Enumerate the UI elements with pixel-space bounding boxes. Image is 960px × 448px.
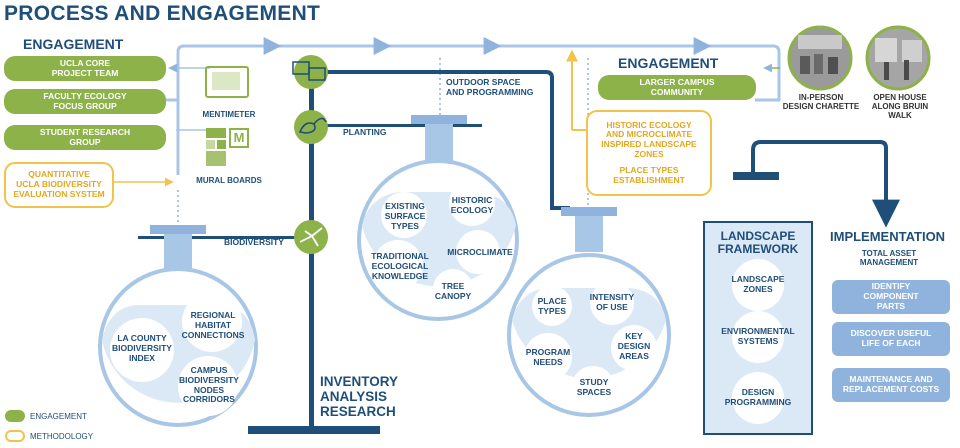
engagement-campus-community: LARGER CAMPUS COMMUNITY — [598, 75, 756, 100]
legend-engagement-label: ENGAGEMENT — [30, 412, 87, 421]
planting-badge — [294, 110, 328, 144]
flask3-item-1: PLACE TYPES — [537, 296, 567, 316]
engagement-student-group: STUDENT RESEARCH GROUP — [4, 125, 166, 150]
implementation-heading: IMPLEMENTATION — [830, 229, 946, 244]
framework-arrow — [751, 140, 900, 228]
framework-item-1: LANDSCAPE ZONES — [731, 274, 785, 294]
mentimeter-label: MENTIMETER — [202, 110, 256, 119]
flask2-item-2: HISTORIC ECOLOGY — [450, 195, 494, 215]
mural-label: MURAL BOARDS — [196, 176, 262, 185]
inventory-label: INVENTORY ANALYSIS RESEARCH — [320, 374, 399, 420]
planting-label: PLANTING — [343, 127, 387, 137]
flask1-item-1: LA COUNTY BIODIVERSITY INDEX — [112, 333, 172, 363]
implementation-item-2: DISCOVER USEFUL LIFE OF EACH — [832, 322, 950, 356]
charette-label: IN-PERSON DESIGN CHARETTE — [782, 93, 860, 111]
mural-icon: M — [206, 128, 250, 168]
flask1-item-3: CAMPUS BIODIVERSITY NODES CORRIDORS — [179, 365, 239, 405]
legend-engagement-swatch — [5, 410, 25, 422]
flask3-item-4: KEY DESIGN AREAS — [617, 331, 651, 361]
flask3-item-3: PROGRAM NEEDS — [525, 347, 571, 367]
mural-letter: M — [229, 128, 249, 148]
framework-item-2: ENVIRONMENTAL SYSTEMS — [721, 326, 795, 346]
flask2-item-1: EXISTING SURFACE TYPES — [384, 201, 426, 231]
flask1-item-2: REGIONAL HABITAT CONNECTIONS — [181, 310, 245, 340]
left-engagement-heading: ENGAGEMENT — [23, 36, 124, 52]
badge-top — [294, 55, 328, 89]
methodology-right: HISTORIC ECOLOGY AND MICROCLIMATE INSPIR… — [586, 110, 712, 196]
top-loop-line — [176, 44, 781, 175]
flask2-item-4: MICROCLIMATE — [447, 247, 513, 257]
methodology-landscape-zones: HISTORIC ECOLOGY AND MICROCLIMATE INSPIR… — [601, 119, 697, 159]
mentimeter-icon — [205, 66, 249, 98]
stand-base — [248, 426, 380, 434]
legend-methodology-label: METHODOLOGY — [30, 432, 94, 441]
flask3-item-5: STUDY SPACES — [576, 377, 612, 397]
flask2-item-3: TRADITIONAL ECOLOGICAL KNOWLEDGE — [371, 251, 429, 281]
outdoor-branch — [311, 70, 570, 210]
openhouse-label: OPEN HOUSE ALONG BRUIN WALK — [871, 93, 929, 120]
framework-title: LANDSCAPE FRAMEWORK — [717, 229, 799, 257]
right-engagement-heading: ENGAGEMENT — [618, 55, 719, 71]
biodiversity-label: BIODIVERSITY — [224, 237, 284, 247]
framework-item-3: DESIGN PROGRAMMING — [724, 387, 792, 407]
implementation-item-1: IDENTIFY COMPONENT PARTS — [832, 280, 950, 314]
implementation-item-3: MAINTENANCE AND REPLACEMENT COSTS — [832, 368, 950, 402]
engagement-core-team: UCLA CORE PROJECT TEAM — [4, 56, 166, 81]
engagement-faculty-group: FACULTY ECOLOGY FOCUS GROUP — [4, 89, 166, 114]
page-title: PROCESS AND ENGAGEMENT — [4, 2, 321, 25]
mentimeter-screen — [212, 72, 240, 90]
methodology-place-types: PLACE TYPES ESTABLISHMENT — [613, 164, 685, 185]
legend-methodology-swatch — [5, 430, 25, 442]
implementation-sub: TOTAL ASSET MANAGEMENT — [859, 249, 919, 267]
flask3-item-2: INTENSITY OF USE — [589, 292, 635, 312]
methodology-ucla-biodiversity: QUANTITATIVE UCLA BIODIVERSITY EVALUATIO… — [4, 162, 114, 208]
flask2-item-5: TREE CANOPY — [434, 281, 472, 301]
outdoor-label: OUTDOOR SPACE AND PROGRAMMING — [446, 77, 534, 97]
